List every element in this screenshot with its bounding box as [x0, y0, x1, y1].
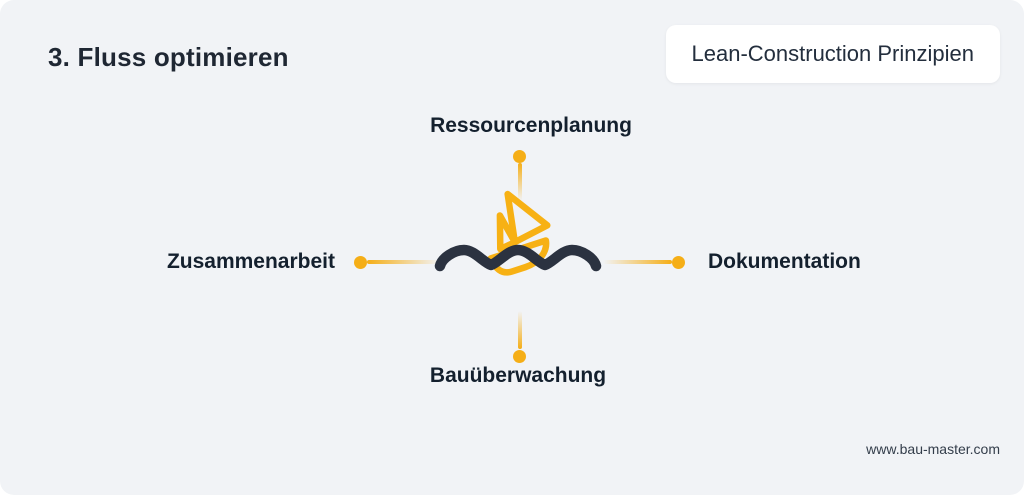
connector-dot-right: [672, 256, 685, 269]
topic-badge-label: Lean-Construction Prinzipien: [691, 41, 975, 66]
connector-line-left: [367, 260, 440, 264]
node-label-bauueberwachung: Bauüberwachung: [429, 364, 607, 387]
node-label-dokumentation: Dokumentation: [708, 250, 861, 273]
node-label-zusammenarbeit: Zusammenarbeit: [166, 250, 335, 273]
waves: [434, 244, 602, 272]
connector-line-bottom: [518, 311, 522, 349]
connector-line-top: [518, 163, 522, 201]
boat-main-sail: [504, 190, 551, 246]
topic-badge: Lean-Construction Prinzipien: [665, 25, 1000, 83]
sailboat-on-waves-icon: [434, 190, 602, 276]
page-title: 3. Fluss optimieren: [48, 42, 289, 72]
node-label-ressourcenplanung: Ressourcenplanung: [430, 114, 632, 137]
connector-line-right: [603, 260, 672, 264]
connector-dot-left: [354, 256, 367, 269]
connector-dot-bottom: [513, 350, 526, 363]
footer-website-url: www.bau-master.com: [866, 441, 1000, 457]
connector-dot-top: [513, 150, 526, 163]
boat-small-sail: [496, 212, 519, 253]
